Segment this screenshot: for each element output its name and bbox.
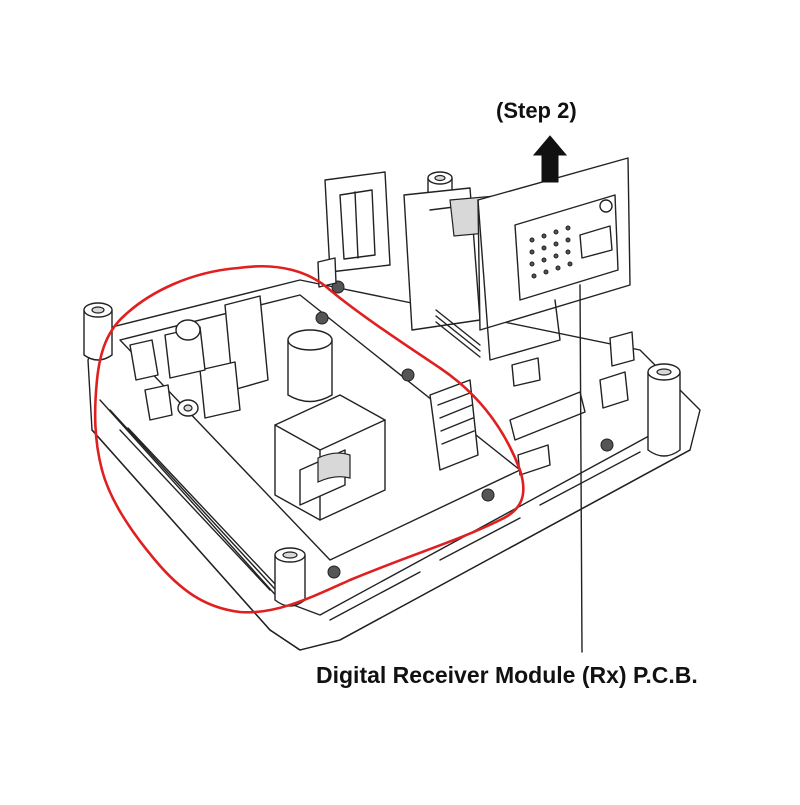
shield-can (514, 194, 619, 301)
pin-header (435, 309, 481, 358)
leader-line (579, 284, 583, 653)
receiver-module-board (435, 157, 635, 476)
part-label: Digital Receiver Module (Rx) P.C.B. (316, 662, 698, 688)
mounting-post-right (647, 363, 681, 457)
screws (315, 280, 614, 579)
highlight-outline (93, 264, 525, 614)
vent-slots (119, 427, 641, 621)
mounting-post-back-left (83, 302, 113, 361)
rear-bracket (317, 171, 499, 331)
capacitor-large (287, 329, 333, 403)
arrow-up-icon (532, 135, 568, 183)
fuse-holder (175, 319, 201, 341)
power-supply-board (119, 280, 614, 579)
filter-block (199, 361, 241, 419)
mounting-post-front-left (274, 547, 306, 607)
ribbon-connector (429, 379, 479, 471)
transformer (274, 394, 386, 521)
step-label: (Step 2) (496, 98, 577, 123)
shield-perforation (529, 225, 573, 279)
capacitor-small (177, 399, 199, 417)
module-socket (509, 391, 586, 441)
